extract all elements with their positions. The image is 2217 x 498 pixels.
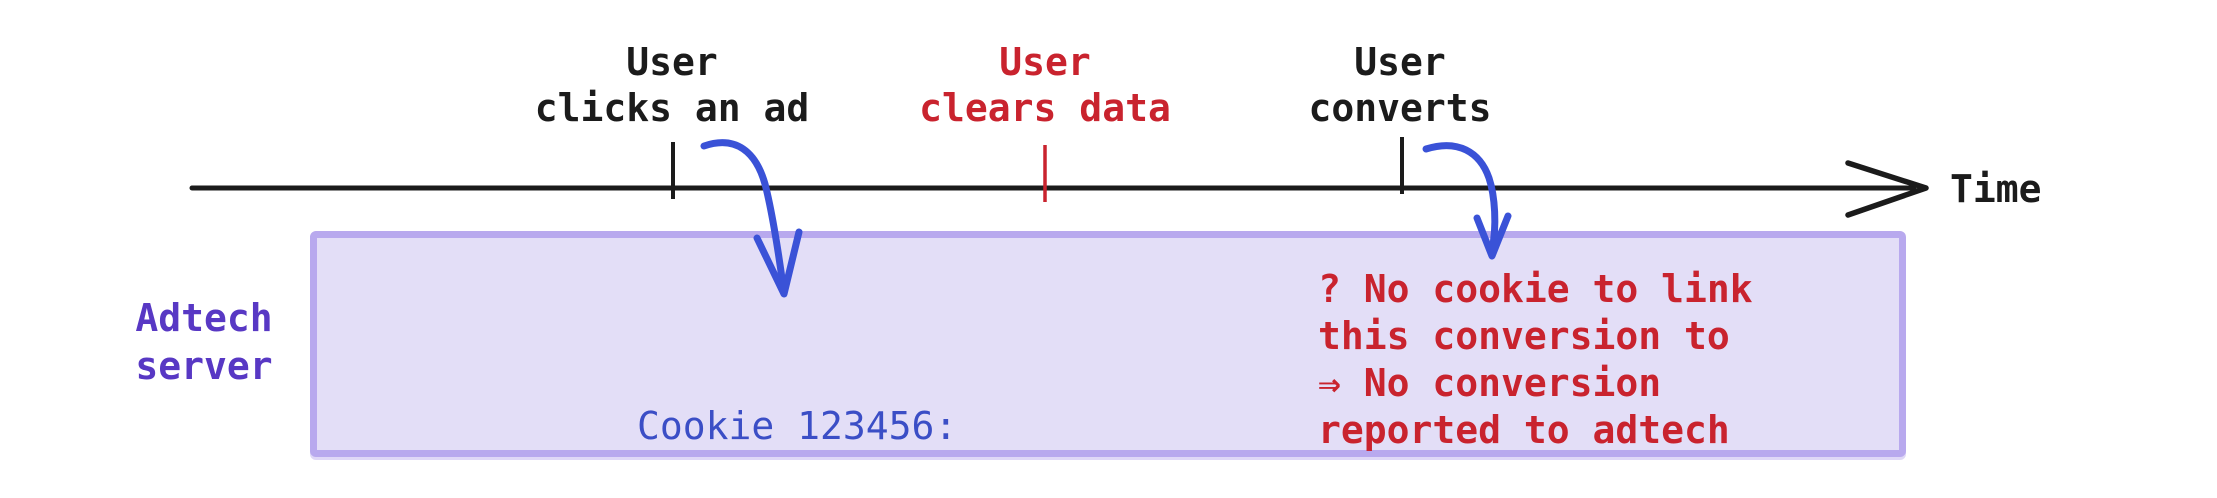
warning-line: ? No cookie to link bbox=[1318, 267, 1753, 311]
no-conversion-warning: ? No cookie to link this conversion to ⇒… bbox=[1318, 266, 1753, 454]
adtech-server-label: Adtech server bbox=[135, 294, 272, 390]
adtech-server-box bbox=[310, 231, 1906, 457]
cookie-note: Cookie 123456: Ad clicked bbox=[637, 306, 957, 498]
warning-line: ⇒ No conversion bbox=[1318, 361, 1662, 405]
time-axis-label: Time bbox=[1950, 167, 2042, 211]
adtech-server-label-line: Adtech bbox=[135, 296, 273, 340]
cookie-note-line1: Cookie 123456: bbox=[637, 404, 958, 448]
event-label-line: User bbox=[999, 40, 1091, 84]
event-label-line: clicks an ad bbox=[534, 86, 810, 130]
warning-line: reported to adtech bbox=[1318, 408, 1730, 452]
event-label-user-clicks-ad: User clicks an ad bbox=[535, 39, 810, 131]
event-label-user-converts: User converts bbox=[1308, 39, 1491, 131]
event-label-line: User bbox=[1354, 40, 1446, 84]
adtech-server-label-line: server bbox=[135, 344, 273, 388]
event-label-line: clears data bbox=[919, 86, 1171, 130]
warning-line: this conversion to bbox=[1318, 314, 1730, 358]
event-label-line: converts bbox=[1308, 86, 1492, 130]
event-label-line: User bbox=[626, 40, 718, 84]
timeline-arrowhead-icon bbox=[1845, 160, 1929, 218]
event-label-user-clears-data: User clears data bbox=[919, 39, 1171, 131]
